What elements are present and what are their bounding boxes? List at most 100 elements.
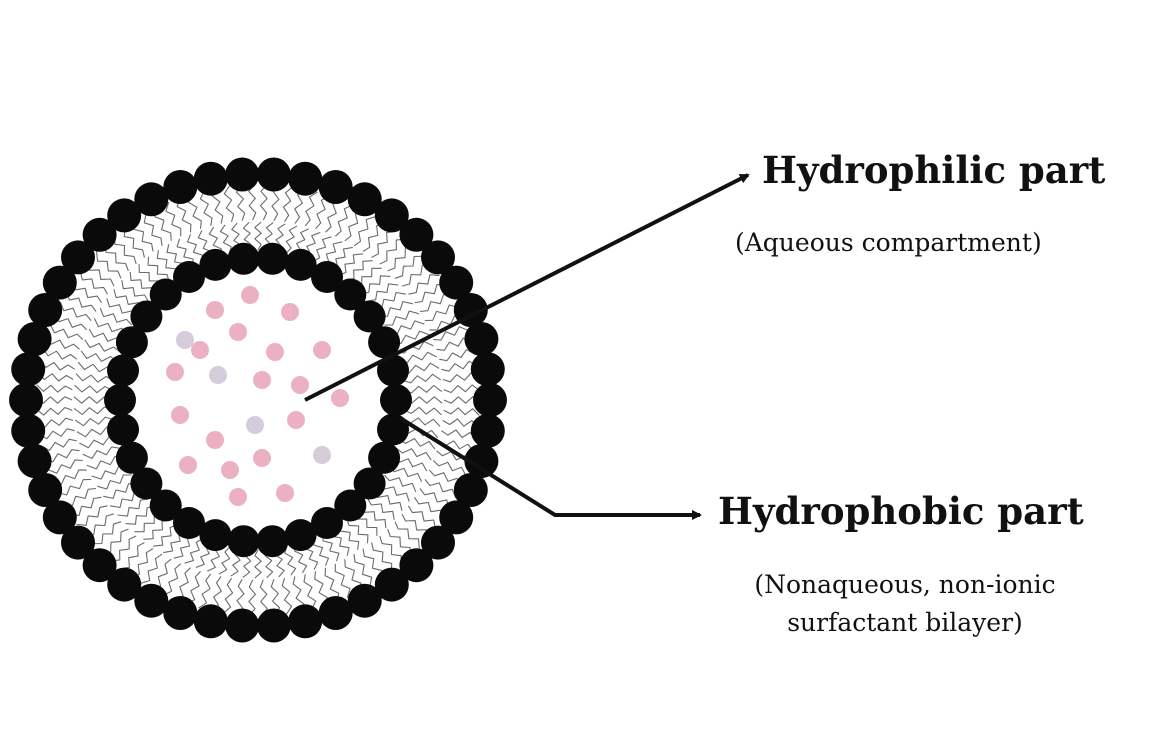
inner-leaflet-tail (286, 226, 297, 253)
outer-head-group (11, 352, 45, 386)
inner-leaflet-tail (220, 225, 231, 253)
solute-molecule (331, 389, 349, 407)
outer-leaflet-tail (415, 497, 444, 519)
hydrophobic-subtitle: (Nonaqueous, non-ionic surfactant bilaye… (700, 566, 1110, 642)
inner-leaflet-tail (396, 448, 431, 460)
outer-leaflet-tail (425, 479, 456, 498)
outer-leaflet-tail (50, 324, 83, 339)
inner-head-layer (104, 243, 412, 557)
inner-head-group (116, 442, 148, 474)
outer-head-group (257, 609, 291, 643)
outer-head-group (464, 322, 498, 356)
outer-head-group (473, 383, 507, 417)
solute-molecule (253, 371, 271, 389)
outer-head-group (194, 604, 228, 638)
inner-head-group (380, 384, 412, 416)
inner-head-group (256, 525, 288, 557)
hydrophobic-subtitle-line2: surfactant bilayer) (700, 604, 1110, 642)
outer-head-group (225, 158, 259, 192)
inner-head-group (228, 525, 260, 557)
inner-head-group (228, 243, 260, 275)
inner-leaflet-tail (314, 237, 332, 262)
inner-head-group (199, 249, 231, 281)
inner-leaflet-tail (185, 539, 203, 564)
hydrophilic-title: Hydrophilic part (762, 148, 1105, 192)
outer-head-group (225, 609, 259, 643)
inner-leaflet-tail (347, 519, 368, 543)
outer-head-group (471, 352, 505, 386)
outer-head-group (194, 162, 228, 196)
solute-molecule (179, 456, 197, 474)
inner-leaflet-tail (83, 447, 120, 458)
inner-leaflet-tail (368, 499, 394, 520)
outer-leaflet-tail (37, 385, 73, 393)
inner-head-group (107, 414, 139, 446)
outer-head-group (288, 162, 322, 196)
solute-molecule (313, 341, 331, 359)
outer-leaflet-tail (433, 461, 466, 476)
outer-leaflet-tail (305, 192, 317, 226)
outer-leaflet-tail (115, 235, 136, 264)
outer-head-group (257, 158, 291, 192)
inner-leaflet-tail (255, 550, 261, 578)
solute-molecule (166, 363, 184, 381)
solute-molecule (266, 343, 284, 361)
outer-leaflet-tail (380, 536, 401, 565)
solute-molecule (291, 376, 309, 394)
solute-molecule (176, 331, 194, 349)
inner-leaflet-tail (219, 547, 230, 574)
solute-molecule (246, 416, 264, 434)
outer-head-group (163, 596, 197, 630)
outer-head-group (134, 182, 168, 216)
solute-molecule (206, 301, 224, 319)
outer-leaflet-tail (223, 578, 232, 613)
outer-leaflet-tail (80, 270, 107, 294)
solute-molecule (229, 323, 247, 341)
outer-head-group (18, 444, 52, 478)
outer-head-group (288, 604, 322, 638)
inner-leaflet-tail (85, 340, 120, 352)
outer-head-group (163, 170, 197, 204)
outer-leaflet-tail (444, 408, 480, 416)
inner-head-group (107, 355, 139, 387)
outer-leaflet-tail (326, 200, 342, 232)
inner-leaflet-tail (384, 475, 415, 492)
hydrophilic-subtitle: (Aqueous compartment) (735, 228, 1042, 257)
inner-leaflet-tail (285, 547, 296, 575)
outer-leaflet-tail (282, 578, 291, 614)
inner-leaflet-tail (368, 284, 399, 301)
solute-molecule (241, 286, 259, 304)
outer-leaflet-tail (73, 281, 102, 303)
outer-head-group (9, 383, 43, 417)
solute-molecule (229, 488, 247, 506)
solute-molecule (191, 341, 209, 359)
inner-leaflet-tail (75, 417, 113, 426)
outer-head-group (319, 596, 353, 630)
outer-head-group (28, 473, 62, 507)
outer-head-group (471, 414, 505, 448)
inner-leaflet-tail (118, 499, 149, 516)
solute-molecule (276, 484, 294, 502)
outer-head-group (18, 322, 52, 356)
outer-leaflet-tail (283, 187, 292, 222)
solute-molecule (209, 366, 227, 384)
outer-head-group (11, 414, 45, 448)
outer-leaflet-tail (199, 574, 211, 608)
solute-molecule (206, 431, 224, 449)
solute-molecule (313, 446, 331, 464)
outer-leaflet-tail (60, 302, 91, 321)
outer-leaflet-tail (224, 186, 233, 222)
outer-head-group (348, 584, 382, 618)
solute-molecule (253, 449, 271, 467)
inner-leaflet-tail (122, 280, 148, 301)
outer-leaflet-tail (409, 506, 436, 530)
solute-molecule (221, 461, 239, 479)
solute-molecule (281, 303, 299, 321)
outer-leaflet-tail (120, 543, 144, 570)
outer-leaflet-tail (444, 385, 480, 393)
inner-leaflet-tail (148, 257, 169, 281)
solute-molecule (287, 411, 305, 429)
outer-leaflet-tail (372, 231, 397, 258)
inner-head-group (285, 519, 317, 551)
inner-leaflet-tail (403, 374, 441, 383)
